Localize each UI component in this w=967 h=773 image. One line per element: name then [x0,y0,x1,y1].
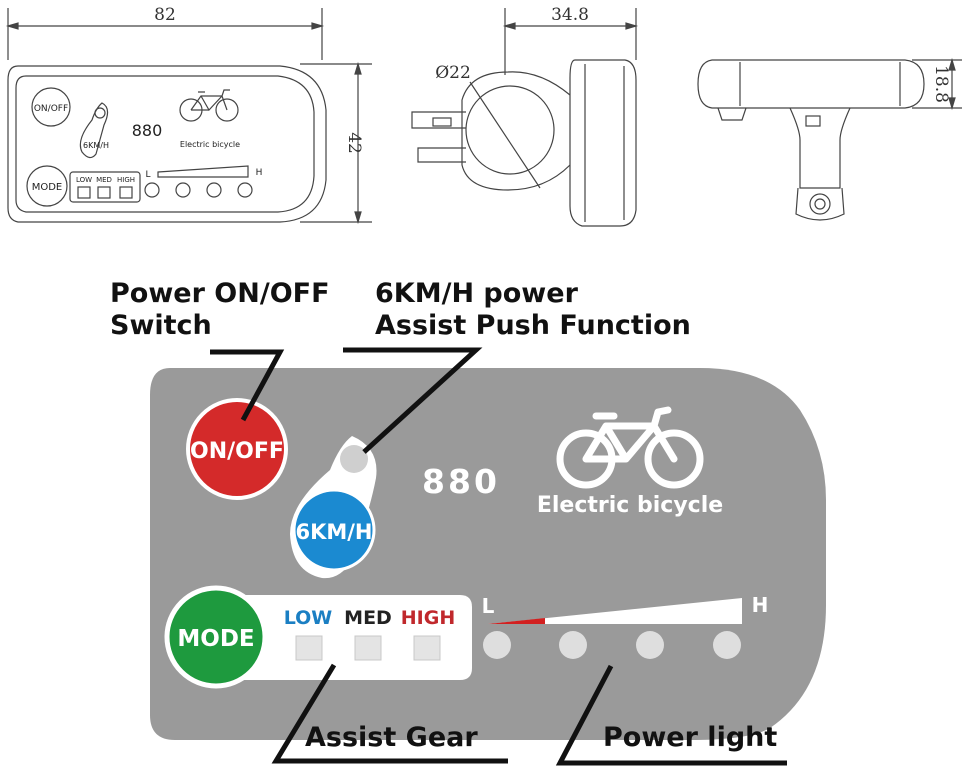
small-level-h: H [256,168,263,178]
brand-label: Electric bicycle [537,493,723,518]
small-number: 880 [132,121,163,140]
side-height-dimension: 18.8 [931,65,951,103]
model-number: 880 [422,462,500,501]
small-level-l: L [145,170,150,180]
small-gear-med: MED [96,176,112,184]
leader-gear [271,663,508,764]
power-level-fill [488,618,545,624]
gear-panel [210,595,472,680]
small-mode-label: MODE [32,182,63,193]
clamp-view-drawing [411,8,639,227]
gear-high-indicator [413,635,441,661]
small-kmh-label: 6KM/H [83,141,109,150]
small-on-off-label: ON/OFF [34,104,68,114]
mode-label: MODE [177,626,254,652]
callout-assist-line2: Assist Push Function [375,309,691,341]
level-high-label: H [752,593,769,617]
clamp-dimension: Ø22 [435,63,471,83]
callout-assist-gear: Assist Gear [305,722,478,753]
gear-med-indicator [354,635,382,661]
leader-light [555,664,787,766]
callout-leader-lines [210,347,787,766]
on-off-button[interactable] [186,398,288,500]
callout-power-light: Power light [603,722,778,753]
gear-low-label: LOW [284,607,333,629]
on-off-label: ON/OFF [190,439,284,464]
kmh-button[interactable] [292,488,376,572]
power-light-2 [559,631,587,659]
small-gear-low: LOW [76,176,92,184]
depth-dimension: 34.8 [551,5,589,25]
leader-assist [343,347,483,454]
callout-power-line2: Switch [110,309,212,341]
leader-power [210,349,285,422]
power-light-3 [636,631,664,659]
width-dimension: 82 [154,5,176,25]
level-low-label: L [482,594,495,618]
power-light-1 [483,631,511,659]
gear-low-indicator [295,635,323,661]
mode-button[interactable] [164,585,268,689]
top-view-drawing [697,57,962,221]
assist-indicator-light [340,445,368,473]
callout-assist-push: 6KM/H power Assist Push Function [375,278,691,342]
kmh-label: 6KM/H [295,520,372,544]
bicycle-icon [556,406,704,489]
height-dimension: 42 [344,132,364,154]
small-brand: Electric bicycle [180,140,240,149]
front-view-labels: 82 42 ON/OFF 6KM/H MODE 880 Electric bic… [32,5,364,193]
power-level-bar [488,598,742,624]
callout-power-switch: Power ON/OFF Switch [110,278,330,342]
gear-high-label: HIGH [401,607,455,629]
gear-med-label: MED [344,607,392,629]
small-gear-high: HIGH [117,176,135,184]
power-light-4 [713,631,741,659]
callout-assist-line1: 6KM/H power [375,278,578,309]
front-view-drawing [5,8,372,225]
callout-power-line1: Power ON/OFF [110,278,330,309]
